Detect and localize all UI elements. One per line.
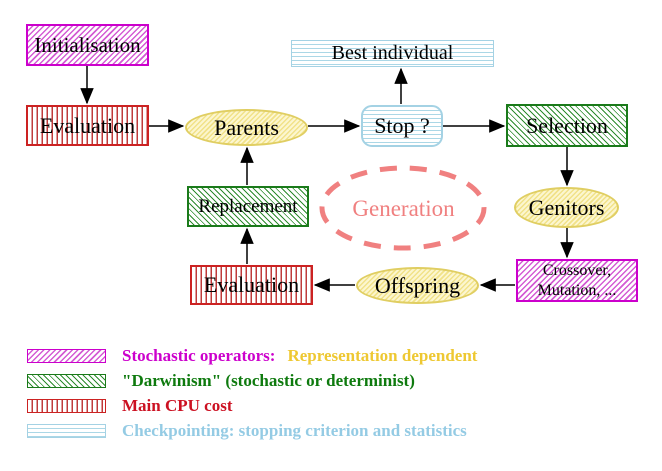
legend-label-stochastic-operators: Stochastic operators:	[122, 346, 276, 365]
node-selection: Selection	[506, 104, 628, 147]
generation-ellipse	[319, 165, 487, 251]
legend-label-main-cpu-cost: Main CPU cost	[122, 396, 233, 415]
node-best-individual: Best individual	[291, 40, 494, 67]
legend-swatch-checkpointing	[27, 424, 106, 438]
legend-row-checkpointing: Checkpointing: stopping criterion and st…	[27, 421, 467, 440]
crossover-line1: Crossover,	[542, 262, 612, 280]
generation-label: Generation	[352, 196, 455, 221]
legend-swatch-stochastic-operators	[27, 349, 106, 363]
crossover-line2: Mutation, ...	[537, 281, 617, 299]
node-initialisation: Initialisation	[26, 24, 149, 66]
legend-label-darwinism: "Darwinism" (stochastic or determinist)	[122, 371, 415, 390]
node-offspring: Offspring	[356, 267, 479, 304]
legend-label-checkpointing: Checkpointing: stopping criterion and st…	[122, 421, 467, 440]
node-evaluation-bottom: Evaluation	[190, 265, 313, 305]
node-stop: Stop ?	[361, 105, 443, 147]
node-genitors: Genitors	[514, 187, 619, 228]
legend-row-stochastic-operators: Stochastic operators: Representation dep…	[27, 346, 478, 365]
legend-label-representation-dependent: Representation dependent	[287, 346, 478, 365]
node-parents: Parents	[185, 109, 308, 146]
legend-row-darwinism: "Darwinism" (stochastic or determinist)	[27, 371, 415, 390]
legend-row-main-cpu-cost: Main CPU cost	[27, 396, 233, 415]
node-crossover-mutation: Crossover, Mutation, ...	[516, 259, 638, 302]
node-evaluation-top: Evaluation	[26, 105, 149, 146]
legend-swatch-darwinism	[27, 374, 106, 388]
node-replacement: Replacement	[187, 186, 309, 227]
legend-swatch-main-cpu-cost	[27, 399, 106, 413]
